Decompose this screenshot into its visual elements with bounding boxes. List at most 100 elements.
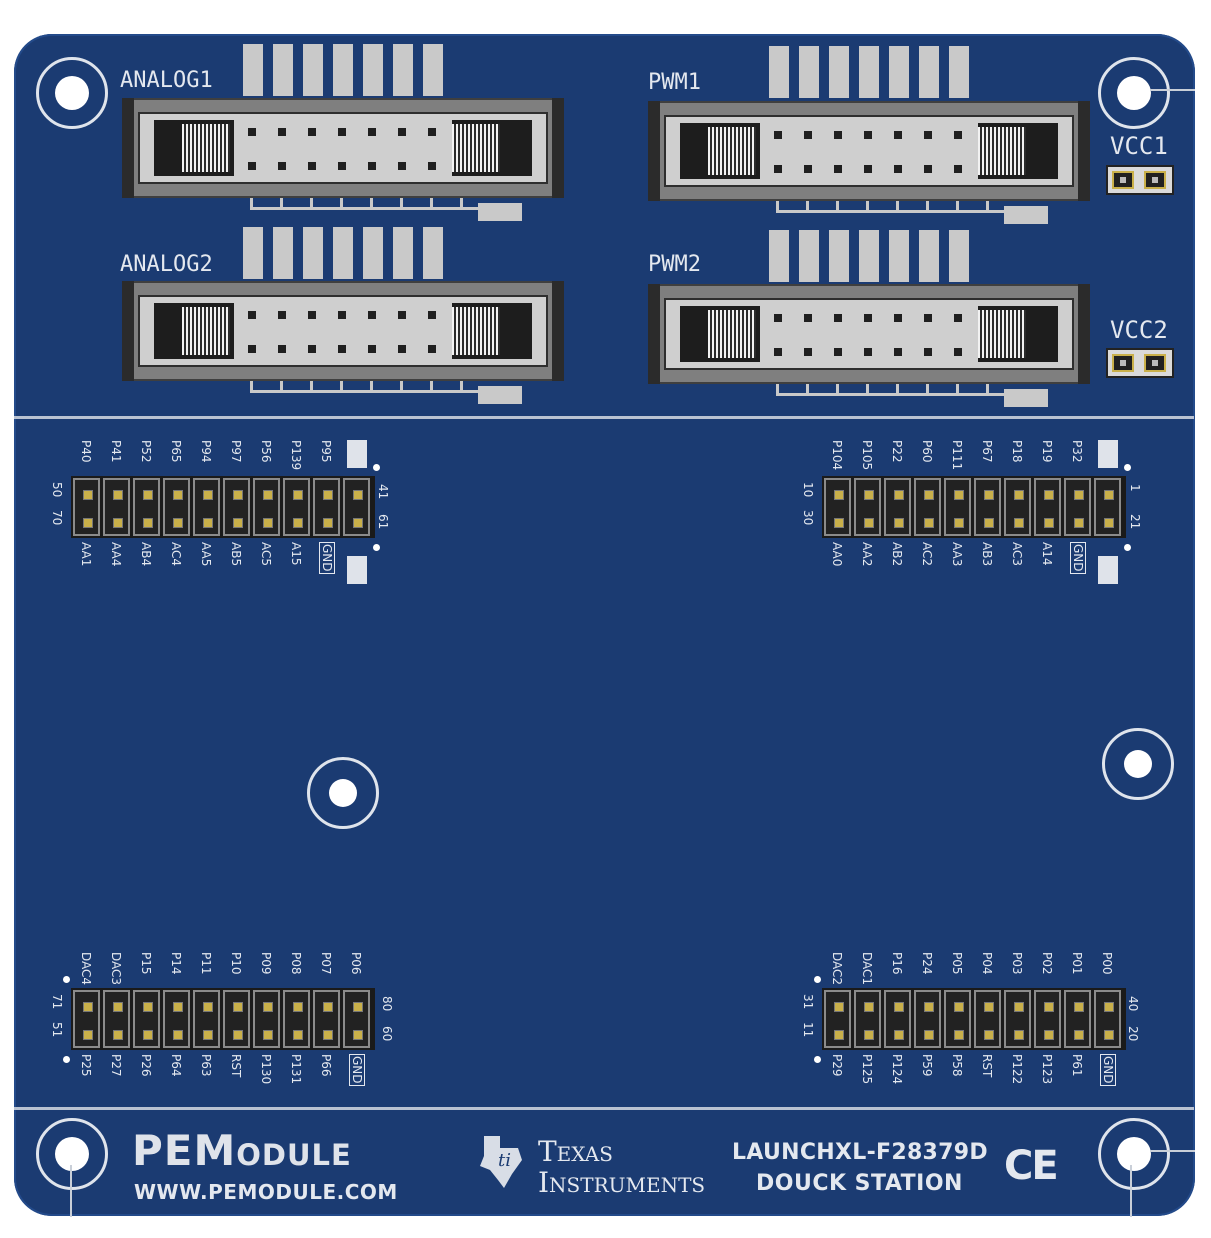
analog1-trace-stub	[370, 190, 373, 210]
silk-block	[1098, 440, 1118, 468]
pwm1-tab	[919, 46, 939, 98]
header-bottom-label: P61	[1070, 1054, 1084, 1077]
header-bottom-label: P58	[950, 1054, 964, 1077]
header-pin-pair	[1064, 990, 1091, 1048]
header-bottom-label: P27	[109, 1054, 123, 1077]
header-pin-pair	[283, 478, 310, 536]
pwm2-tab	[799, 230, 819, 282]
header-bottom-label: AC4	[169, 542, 183, 567]
header-bottom-label: AA3	[950, 542, 964, 567]
pwm1-trace-stub	[866, 193, 869, 213]
mounting-hole-right	[1102, 728, 1174, 800]
header-top-label: DAC1	[860, 952, 874, 986]
analog1-trace-stub	[400, 190, 403, 210]
header-right-number: 80	[380, 996, 394, 1012]
header-pin-pair	[223, 478, 250, 536]
pwm2-trace-stub	[866, 376, 869, 396]
header-top-label: P67	[980, 440, 994, 463]
pwm1-tab	[949, 46, 969, 98]
header-top-label: P03	[1010, 952, 1024, 975]
pin-one-marker	[1124, 464, 1131, 471]
header-bottom-label: P64	[169, 1054, 183, 1077]
header-bottom-label: AB5	[229, 542, 243, 567]
header-right-number: 21	[1128, 514, 1142, 530]
header-bottom-label: P123	[1040, 1054, 1054, 1085]
analog2-idc-connector	[122, 281, 564, 381]
header-bottom-label: GND	[1100, 1054, 1116, 1086]
header-top-label: P32	[1070, 440, 1084, 463]
header-pin-pair	[313, 990, 340, 1048]
header-top-label: P11	[199, 952, 213, 975]
analog2-trace-stub	[430, 373, 433, 393]
pemodule-logo-pe: PE	[132, 1126, 194, 1175]
header-pin-pair	[1004, 990, 1031, 1048]
pwm1-tab	[769, 46, 789, 98]
pwm2-trace-stub	[896, 376, 899, 396]
header-bottom-label: P63	[199, 1054, 213, 1077]
header-bottom-label: P29	[830, 1054, 844, 1077]
header-right-number: 40	[1126, 996, 1140, 1012]
header-top-label: P05	[950, 952, 964, 975]
header-top-label: P06	[349, 952, 363, 975]
analog1-tab	[243, 44, 263, 96]
analog2-tab	[273, 227, 293, 279]
header-pin-pair	[854, 990, 881, 1048]
pwm1-trace-stub	[836, 193, 839, 213]
pin-one-marker	[63, 1056, 70, 1063]
header-top-label: P56	[259, 440, 273, 463]
analog2-tab	[243, 227, 263, 279]
header-pin-pair	[824, 990, 851, 1048]
header-bottom-label: P26	[139, 1054, 153, 1077]
pwm1-tab	[799, 46, 819, 98]
vcc1-label: VCC1	[1110, 132, 1168, 160]
header-pin-pair	[343, 990, 370, 1048]
header-top-label: P07	[319, 952, 333, 975]
header-bottom-label: P59	[920, 1054, 934, 1077]
header-pin-pair	[974, 990, 1001, 1048]
header-bottom-label: A14	[1040, 542, 1054, 566]
analog1-tab	[393, 44, 413, 96]
pin-one-marker	[373, 544, 380, 551]
pwm2-pad	[1004, 389, 1048, 407]
pin-one-marker	[373, 464, 380, 471]
header-top-label: P09	[259, 952, 273, 975]
pwm2-idc-connector	[648, 284, 1090, 384]
header-top-label: P139	[289, 440, 303, 471]
analog1-trace-stub	[430, 190, 433, 210]
header-left-number: 50	[50, 482, 64, 498]
header-pin-pair	[193, 990, 220, 1048]
header-tr-pin-header	[822, 476, 1126, 538]
header-pin-pair	[884, 478, 911, 536]
header-right-number: 60	[380, 1026, 394, 1042]
ti-state-icon: ti	[480, 1136, 522, 1188]
header-pin-pair	[103, 990, 130, 1048]
pwm2-tab	[919, 230, 939, 282]
pwm1-trace-stub	[956, 193, 959, 213]
header-top-label: P19	[1040, 440, 1054, 463]
header-top-label: P24	[920, 952, 934, 975]
analog1-idc-connector	[122, 98, 564, 198]
silk-block	[1098, 556, 1118, 584]
analog2-trace-stub	[250, 373, 253, 393]
analog1-tab	[333, 44, 353, 96]
mounting-hole-bottom-left	[36, 1118, 108, 1190]
header-pin-pair	[283, 990, 310, 1048]
analog2-tab	[423, 227, 443, 279]
header-top-label: P00	[1100, 952, 1114, 975]
header-pin-pair	[193, 478, 220, 536]
header-left-number: 30	[801, 510, 815, 526]
header-pin-pair	[223, 990, 250, 1048]
pin-one-marker	[1124, 544, 1131, 551]
header-br-pin-header	[822, 988, 1126, 1050]
header-top-label: P97	[229, 440, 243, 463]
header-top-label: P14	[169, 952, 183, 975]
header-bottom-label: P25	[79, 1054, 93, 1077]
header-pin-pair	[133, 990, 160, 1048]
header-top-label: P01	[1070, 952, 1084, 975]
header-pin-pair	[824, 478, 851, 536]
header-left-number: 31	[801, 994, 815, 1010]
pwm1-tab	[889, 46, 909, 98]
header-pin-pair	[944, 478, 971, 536]
analog1-trace-stub	[250, 190, 253, 210]
silk-separator-top	[14, 416, 1194, 419]
